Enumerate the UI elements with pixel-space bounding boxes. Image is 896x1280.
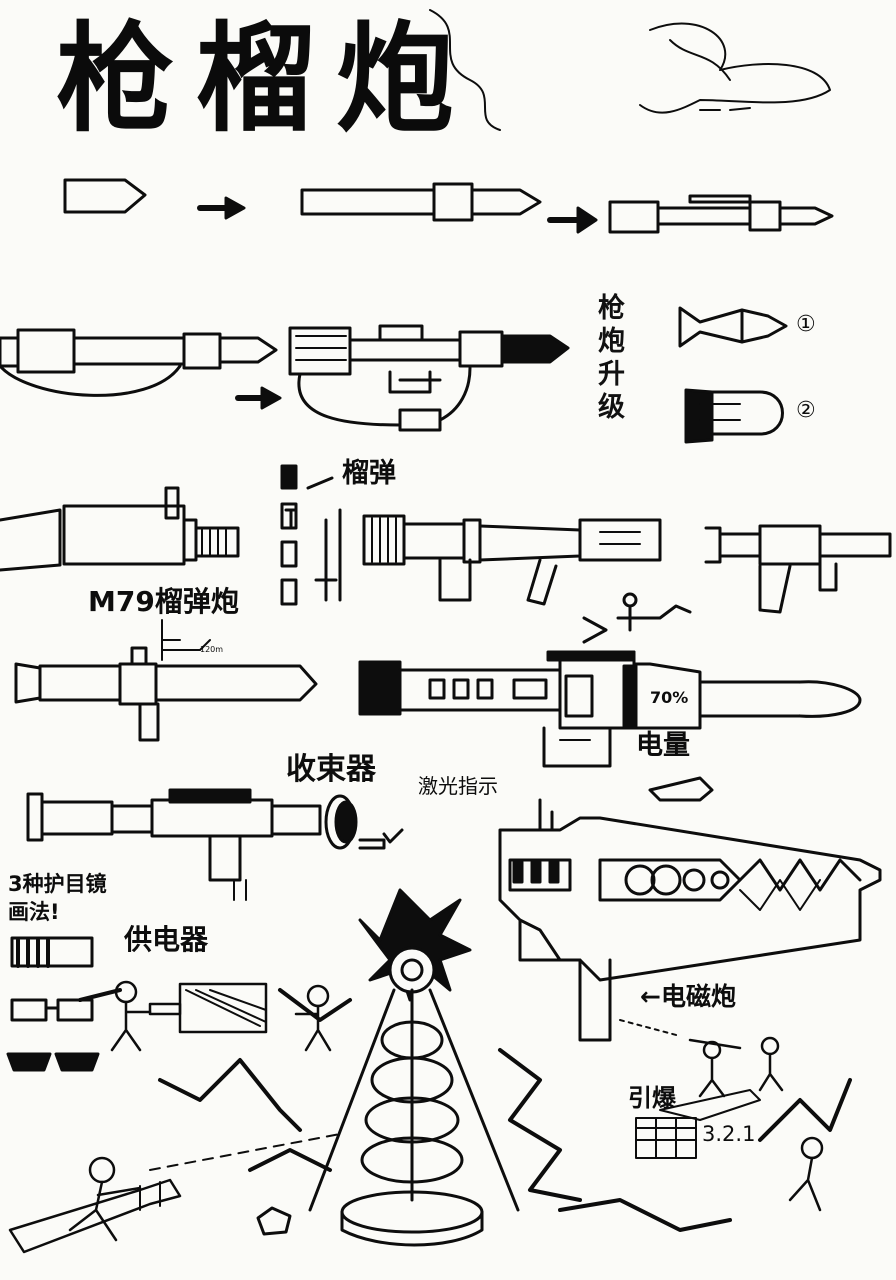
railgun-drawing	[498, 776, 882, 1042]
stick-figures	[8, 980, 824, 1254]
smoke-swirl	[429, 9, 831, 131]
ground-cracks	[78, 988, 852, 1232]
railgun-label: ←电磁炮	[640, 982, 736, 1011]
launcher-row-4	[14, 619, 862, 768]
goggles-label: 3种护目镜画法!	[8, 872, 107, 924]
rubble	[149, 1019, 761, 1236]
beam-label: 收束器	[286, 752, 376, 787]
number-one-label: ①	[796, 312, 816, 337]
number-two-label: ②	[796, 398, 816, 423]
launcher-row-5	[26, 788, 404, 901]
launcher-row-3	[0, 464, 892, 644]
explosion-tower	[308, 888, 520, 1247]
laser-label: 激光指示	[418, 774, 498, 798]
scale-label: 120m	[200, 645, 224, 654]
battery-label: 电量	[636, 730, 690, 761]
detonate-label: 引爆	[628, 1084, 676, 1112]
bullet-evolution-row	[63, 178, 834, 234]
grenade-label: 榴弹	[342, 458, 396, 489]
upgrade-label: 枪炮升级	[598, 293, 625, 423]
battery-percent: 70%	[650, 688, 689, 707]
power-label: 供电器	[124, 923, 209, 956]
upgrade-shells	[678, 306, 788, 444]
countdown-label: 3.2.1	[702, 1122, 756, 1146]
m79-label: M79榴弹炮	[88, 585, 239, 618]
page-title: 枪榴炮	[56, 10, 477, 148]
launcher-row-2	[0, 324, 570, 432]
goggle-drawings	[6, 936, 100, 1072]
